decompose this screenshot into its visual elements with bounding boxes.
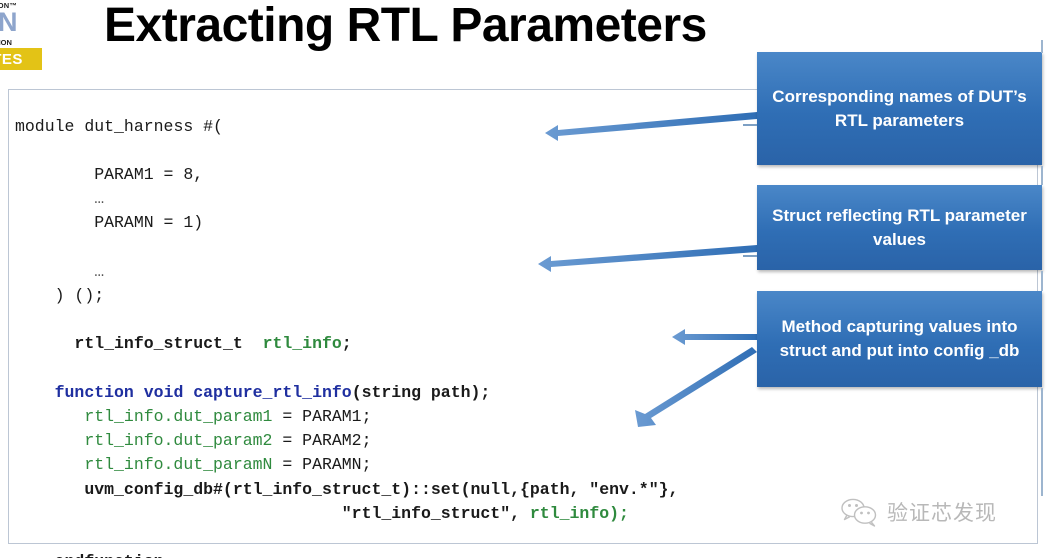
code-token-module-name: dut_harness (84, 116, 194, 136)
wechat-icon (841, 498, 877, 527)
code-token-function-kw: function (54, 382, 134, 402)
logo-line-sub: HIBITION (0, 38, 12, 47)
watermark-text: 验证芯发现 (887, 501, 997, 525)
conference-logo: CATION™ ON HIBITION ATES (0, 0, 42, 72)
code-token-struct-type: rtl_info_struct_t (74, 334, 243, 354)
page-title: Extracting RTL Parameters (104, 0, 707, 52)
logo-band-text: ATES (0, 51, 23, 68)
code-token-rhs1: = PARAM1; (282, 406, 372, 426)
code-token-config-db-call: uvm_config_db#(rtl_info_struct_t)::set(n… (84, 479, 679, 499)
wechat-watermark: 验证芯发现 (840, 497, 997, 527)
logo-line-top: CATION™ (0, 1, 18, 10)
edge-hairline-bottom (1041, 388, 1043, 496)
code-block: module dut_harness #( PARAM1 = 8, … PARA… (15, 115, 678, 558)
code-token-method-name: capture_rtl_info (193, 382, 352, 402)
code-token-module-kw: module (15, 116, 75, 136)
connector-line-1 (743, 124, 757, 126)
code-token-method-args: (string path); (351, 382, 491, 402)
edge-hairline-top (1041, 40, 1043, 53)
code-token-ellipsis-1: … (94, 189, 106, 209)
edge-hairline-mid2 (1041, 271, 1043, 291)
code-token-struct-var: rtl_info (262, 334, 342, 354)
code-token-config-db-key: "rtl_info_struct", (341, 503, 520, 523)
code-token-rhs2: = PARAM2; (282, 431, 372, 451)
edge-hairline-mid1 (1041, 166, 1043, 185)
code-token-ellipsis-2: … (94, 261, 106, 281)
logo-line-big: ON (0, 7, 17, 37)
callout-corresponding-names: Corresponding names of DUT’s RTL paramet… (757, 52, 1042, 165)
code-token-void-kw: void (143, 382, 184, 402)
code-token-rhsn: = PARAMN; (282, 455, 372, 475)
code-token-assign2: rtl_info.dut_param2 (84, 431, 273, 451)
code-token-param1: PARAM1 = 8, (94, 164, 204, 184)
connector-line-2 (743, 255, 757, 257)
code-token-assign1: rtl_info.dut_param1 (84, 406, 273, 426)
callout-method-capturing: Method capturing values into struct and … (757, 291, 1042, 387)
code-token-paramn: PARAMN = 1) (94, 213, 204, 233)
logo-band: ATES (0, 48, 42, 70)
code-token-endfunction-kw: endfunction (55, 552, 164, 558)
code-token-config-db-val: rtl_info); (529, 503, 629, 523)
code-token-assignn: rtl_info.dut_paramN (84, 455, 273, 475)
callout-struct-reflecting: Struct reflecting RTL parameter values (757, 185, 1042, 270)
